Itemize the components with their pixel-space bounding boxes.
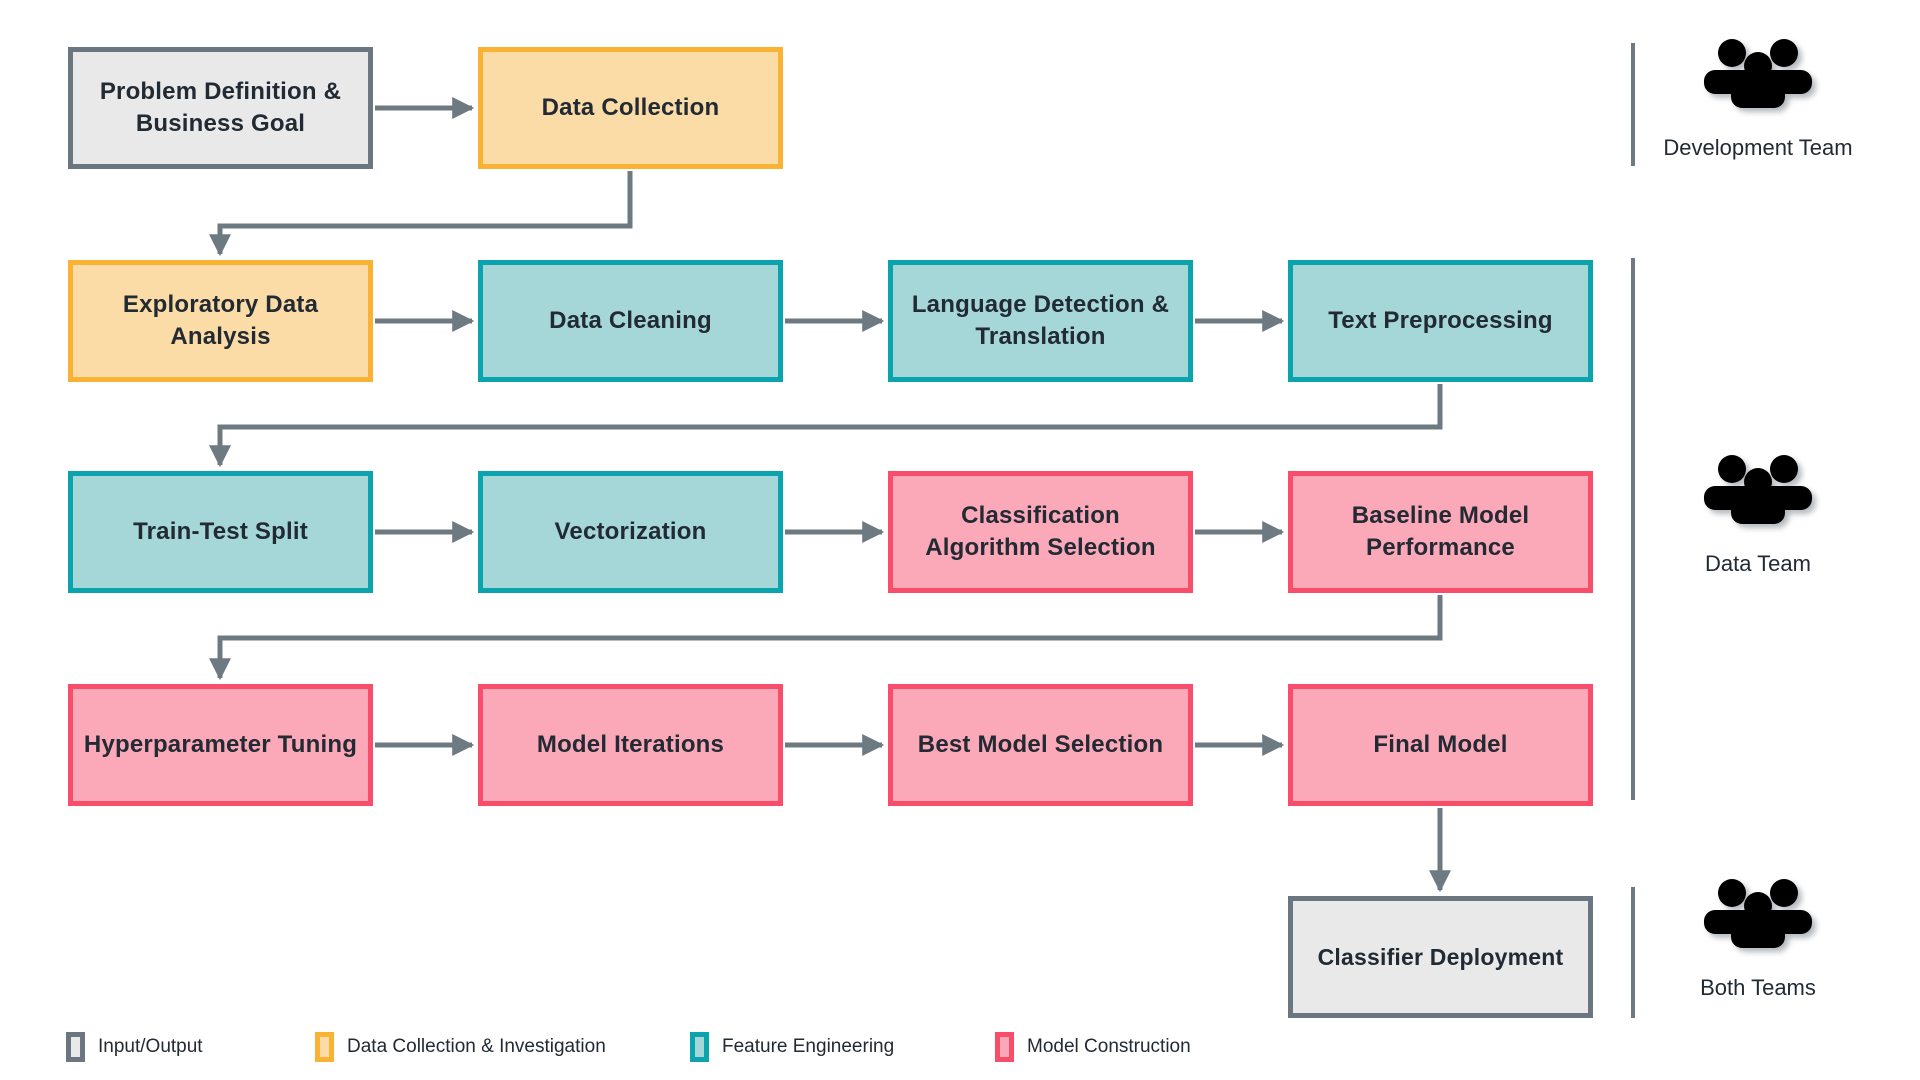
node-label: Text Preprocessing — [1328, 307, 1553, 334]
legend-label: Feature Engineering — [722, 1036, 895, 1057]
team-divider-line — [1631, 258, 1635, 800]
node-label: Language Detection & Translation — [911, 291, 1170, 350]
node-best-model-selection: Best Model Selection — [888, 684, 1193, 806]
legend-swatch-model-construction — [995, 1032, 1014, 1062]
people-icon — [1692, 452, 1824, 542]
node-label: Best Model Selection — [917, 731, 1164, 758]
legend-label: Input/Output — [98, 1036, 203, 1057]
node-model-iterations: Model Iterations — [478, 684, 783, 806]
legend-label: Data Collection & Investigation — [347, 1036, 606, 1057]
legend-label: Model Construction — [1027, 1036, 1191, 1057]
team-divider-line — [1631, 43, 1635, 166]
node-label: Baseline Model Performance — [1351, 502, 1530, 561]
node-hyperparameter-tuning: Hyperparameter Tuning — [68, 684, 373, 806]
node-label: Hyperparameter Tuning — [83, 731, 358, 758]
node-problem-definition: Problem Definition & Business Goal — [68, 47, 373, 169]
legend-item-model-construction: Model Construction — [995, 1032, 1191, 1062]
node-classification-algorithm-selection: Classification Algorithm Selection — [888, 471, 1193, 593]
team-divider-line — [1631, 887, 1635, 1018]
legend-swatch-data-collection — [315, 1032, 334, 1062]
people-icon — [1692, 876, 1824, 966]
team-label: Both Teams — [1700, 975, 1816, 1000]
legend-swatch-feature-engineering — [690, 1032, 709, 1062]
node-label: Classifier Deployment — [1317, 944, 1564, 970]
node-label: Data Collection — [541, 94, 720, 121]
node-data-collection: Data Collection — [478, 47, 783, 169]
team-label: Development Team — [1663, 135, 1853, 160]
node-label: Vectorization — [554, 518, 707, 545]
node-language-detection-translation: Language Detection & Translation — [888, 260, 1193, 382]
node-final-model: Final Model — [1288, 684, 1593, 806]
node-train-test-split: Train-Test Split — [68, 471, 373, 593]
team-label: Data Team — [1705, 551, 1811, 576]
node-exploratory-data-analysis: Exploratory Data Analysis — [68, 260, 373, 382]
team-both: Both Teams — [1653, 876, 1863, 1001]
node-data-cleaning: Data Cleaning — [478, 260, 783, 382]
node-label: Train-Test Split — [133, 518, 308, 545]
node-label: Final Model — [1373, 731, 1508, 758]
node-label: Problem Definition & Business Goal — [99, 78, 342, 137]
node-baseline-model-performance: Baseline Model Performance — [1288, 471, 1593, 593]
node-classifier-deployment: Classifier Deployment — [1288, 896, 1593, 1018]
team-data: Data Team — [1653, 452, 1863, 577]
team-development: Development Team — [1653, 36, 1863, 161]
node-label: Classification Algorithm Selection — [925, 502, 1156, 561]
legend-item-input-output: Input/Output — [66, 1032, 203, 1062]
legend-item-feature-engineering: Feature Engineering — [690, 1032, 894, 1062]
node-label: Exploratory Data Analysis — [122, 291, 319, 350]
node-label: Model Iterations — [536, 731, 725, 758]
legend-swatch-input-output — [66, 1032, 85, 1062]
node-vectorization: Vectorization — [478, 471, 783, 593]
node-label: Data Cleaning — [549, 307, 712, 334]
legend-item-data-collection: Data Collection & Investigation — [315, 1032, 606, 1062]
node-text-preprocessing: Text Preprocessing — [1288, 260, 1593, 382]
people-icon — [1692, 36, 1824, 126]
